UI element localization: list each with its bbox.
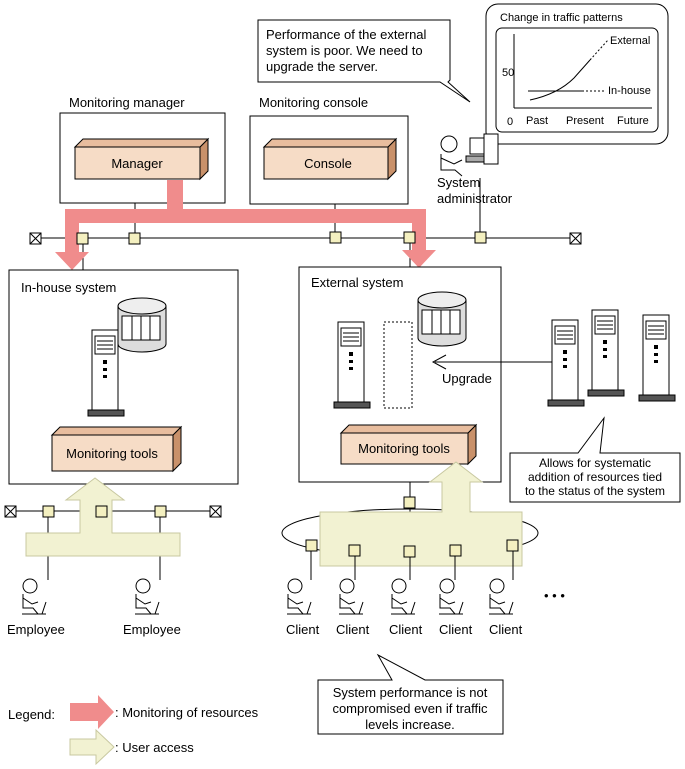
- inhouse-system-label: In-house system: [21, 280, 116, 295]
- chart-x-tick-present: Present: [566, 115, 604, 127]
- systematic-bubble-line-2: addition of resources tied: [528, 470, 662, 484]
- systematic-bubble-line-3: to the status of the system: [525, 484, 665, 498]
- client-label-2: Client: [336, 622, 370, 637]
- not-compromised-line-2: compromised even if traffic: [332, 701, 488, 716]
- legend-monitoring-arrow: [70, 695, 114, 729]
- system-administrator-label-1: System: [437, 175, 480, 190]
- upgrade-label: Upgrade: [442, 371, 492, 386]
- chart-y-tick-50: 50: [502, 67, 514, 79]
- inhouse-monitoring-tools-label: Monitoring tools: [66, 446, 158, 461]
- system-administrator-figure: [440, 133, 499, 177]
- not-compromised-line-3: levels increase.: [365, 717, 455, 732]
- performance-bubble-line-1: Performance of the external: [266, 27, 427, 42]
- employee-label-2: Employee: [123, 622, 181, 637]
- client-label-5: Client: [489, 622, 523, 637]
- employee-label-1: Employee: [7, 622, 65, 637]
- external-monitoring-tools: Monitoring tools: [339, 423, 478, 466]
- performance-bubble-line-3: upgrade the server.: [266, 59, 378, 74]
- more-clients-ellipsis: • • •: [544, 588, 565, 603]
- chart-y-tick-0: 0: [507, 116, 513, 128]
- performance-bubble-line-2: system is poor. We need to: [266, 43, 423, 58]
- spare-servers: [547, 309, 676, 407]
- manager-label: Manager: [111, 156, 163, 171]
- client-label-1: Client: [286, 622, 320, 637]
- console-block: Console: [262, 137, 398, 181]
- legend-user-access-arrow: [69, 728, 115, 766]
- legend: Legend: : Monitoring of resources : User…: [8, 695, 259, 766]
- traffic-chart: Change in traffic patterns 50 0 Past Pre…: [485, 3, 669, 145]
- chart-label-inhouse: In-house: [608, 85, 651, 97]
- manager-block: Manager: [73, 137, 210, 181]
- inhouse-monitoring-tools: Monitoring tools: [50, 425, 183, 473]
- client-label-4: Client: [439, 622, 473, 637]
- systematic-bubble: Allows for systematic addition of resour…: [509, 416, 681, 503]
- systematic-bubble-line-1: Allows for systematic: [539, 456, 651, 470]
- chart-title: Change in traffic patterns: [500, 12, 623, 24]
- legend-monitoring-label: : Monitoring of resources: [115, 705, 259, 720]
- chart-series-external: [529, 59, 591, 101]
- monitoring-manager-label: Monitoring manager: [69, 95, 185, 110]
- console-label: Console: [304, 156, 352, 171]
- legend-user-access-label: : User access: [115, 740, 194, 755]
- client-user-access-arrow: [319, 461, 523, 567]
- monitoring-console-label: Monitoring console: [259, 95, 368, 110]
- performance-bubble: Performance of the external system is po…: [257, 19, 471, 103]
- chart-x-tick-past: Past: [526, 115, 548, 127]
- not-compromised-line-1: System performance is not: [333, 685, 488, 700]
- external-monitoring-tools-label: Monitoring tools: [358, 441, 450, 456]
- chart-label-external: External: [610, 35, 650, 47]
- external-system-label: External system: [311, 275, 403, 290]
- system-administrator-label-2: administrator: [437, 191, 513, 206]
- client-label-3: Client: [389, 622, 423, 637]
- legend-title: Legend:: [8, 707, 55, 722]
- chart-x-tick-future: Future: [617, 115, 649, 127]
- not-compromised-bubble: System performance is not compromised ev…: [317, 653, 504, 735]
- upgrade-placeholder-server: [383, 321, 413, 409]
- chart-series-external-forecast: [589, 39, 609, 61]
